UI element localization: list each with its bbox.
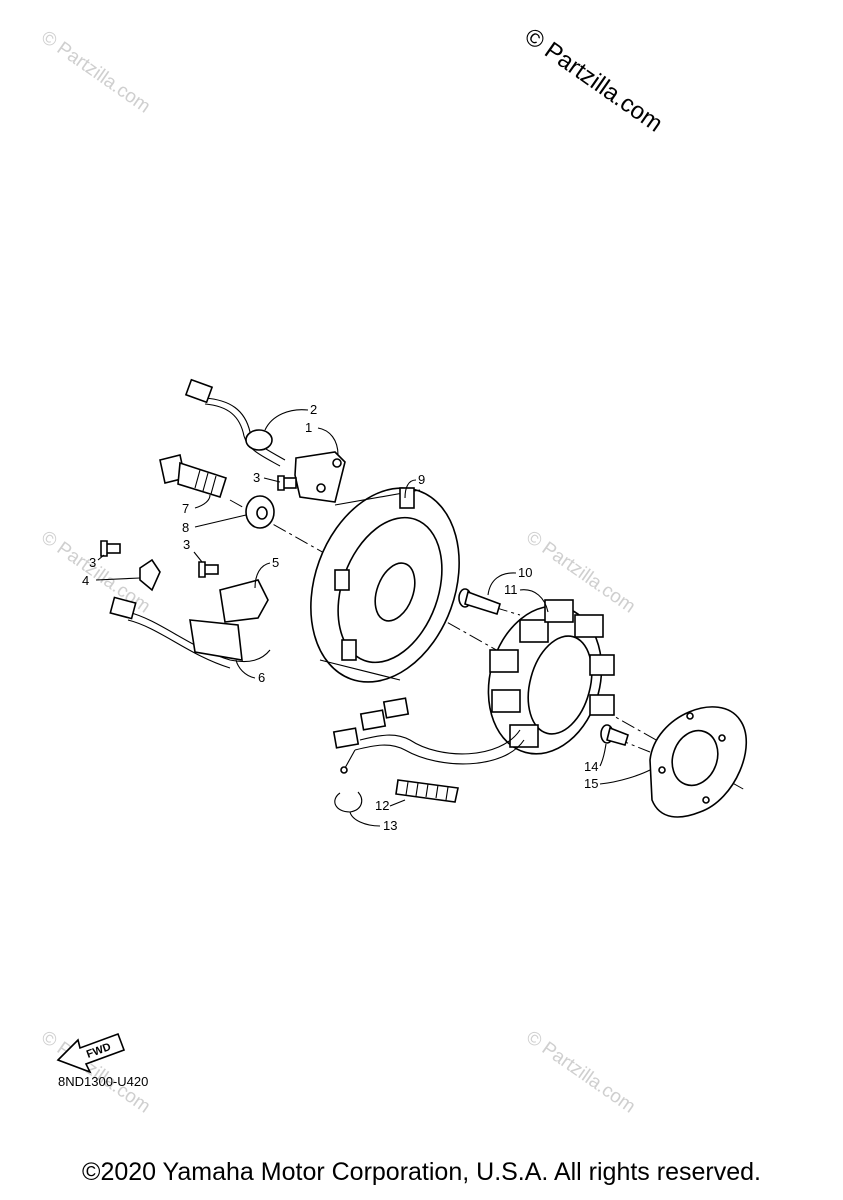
copyright-notice: ©2020 Yamaha Motor Corporation, U.S.A. A…: [82, 1158, 761, 1186]
svg-text:3: 3: [253, 470, 260, 485]
part-stator-bolt: [458, 588, 501, 616]
svg-text:9: 9: [418, 472, 425, 487]
svg-text:6: 6: [258, 670, 265, 685]
svg-text:1: 1: [305, 420, 312, 435]
watermark-bottom-left: © Partzilla.com: [37, 1027, 154, 1118]
callout-12: 12: [375, 798, 406, 813]
svg-text:2: 2: [310, 402, 317, 417]
callout-13: 13: [349, 811, 397, 833]
watermark-mid-right: © Partzilla.com: [522, 527, 639, 618]
part-rotor: [310, 487, 460, 683]
part-rotor-bolt: [159, 454, 228, 498]
part-plate: [649, 706, 748, 818]
part-sensor-lead: [109, 579, 271, 669]
callout-1: 1: [305, 420, 339, 456]
part-clamp: [139, 558, 161, 592]
callout-10: 10: [487, 565, 532, 596]
part-screw-upper: [277, 475, 297, 491]
part-washer: [245, 495, 275, 529]
part-sleeve: [395, 779, 459, 803]
callout-6: 6: [235, 659, 265, 685]
svg-text:8: 8: [182, 520, 189, 535]
part-stator: [487, 599, 615, 755]
callout-9: 9: [404, 472, 425, 499]
part-clip: [334, 791, 363, 813]
axis-line-main: [229, 499, 746, 791]
callout-14: 14: [584, 743, 607, 774]
svg-text:10: 10: [518, 565, 532, 580]
svg-text:11: 11: [504, 582, 518, 597]
callout-8: 8: [182, 514, 247, 535]
fwd-arrow-icon: FWD: [56, 1032, 126, 1074]
svg-text:13: 13: [383, 818, 397, 833]
callout-2: 2: [264, 402, 317, 431]
part-screw-plate: [600, 724, 629, 746]
callout-15: 15: [584, 769, 651, 791]
watermark-bottom-right: © Partzilla.com: [522, 1027, 639, 1118]
svg-text:12: 12: [375, 798, 389, 813]
part-screw-left: [100, 540, 121, 557]
callout-3c: 3: [183, 537, 203, 563]
svg-text:15: 15: [584, 776, 598, 791]
svg-text:3: 3: [183, 537, 190, 552]
callout-4: 4: [82, 573, 141, 588]
callout-5: 5: [254, 555, 279, 589]
callout-7: 7: [182, 494, 211, 516]
callout-11: 11: [504, 582, 549, 613]
watermark-main: © Partzilla.com: [520, 23, 668, 138]
svg-text:3: 3: [89, 555, 96, 570]
svg-text:5: 5: [272, 555, 279, 570]
part-harness: [332, 697, 525, 774]
part-screw-mid: [198, 561, 219, 578]
diagram-code: 8ND1300-U420: [58, 1074, 148, 1089]
callout-3b: 3: [89, 554, 105, 570]
callout-3a: 3: [253, 470, 281, 485]
svg-text:14: 14: [584, 759, 598, 774]
svg-text:4: 4: [82, 573, 89, 588]
watermark-top-left: © Partzilla.com: [37, 27, 154, 118]
watermark-mid-left: © Partzilla.com: [37, 527, 154, 618]
svg-text:7: 7: [182, 501, 189, 516]
part-pickup-coil: [184, 378, 346, 503]
